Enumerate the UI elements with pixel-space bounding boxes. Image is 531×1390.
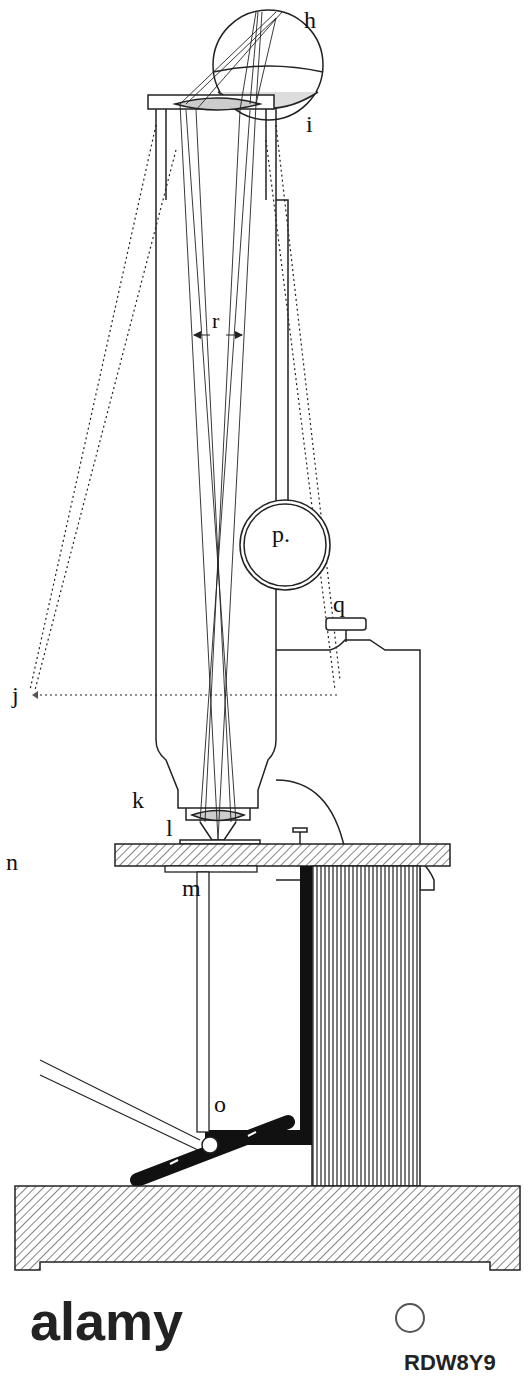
callout-letter: k bbox=[132, 788, 144, 812]
watermark-logo: alamy bbox=[30, 1294, 183, 1348]
callout-letter: n bbox=[6, 850, 18, 874]
callout-letter: h bbox=[304, 8, 316, 32]
callout-letter: q bbox=[333, 592, 345, 616]
callout-letter: i bbox=[306, 112, 313, 136]
callout-letter: j bbox=[12, 683, 19, 707]
callout-letter: m bbox=[182, 876, 201, 900]
callout-letter: l bbox=[166, 816, 173, 840]
watermark-id: RDW8Y9 bbox=[404, 1352, 496, 1374]
callout-letter: p. bbox=[272, 522, 290, 546]
callout-letter: r bbox=[212, 310, 219, 332]
callout-letter: o bbox=[214, 1092, 226, 1116]
